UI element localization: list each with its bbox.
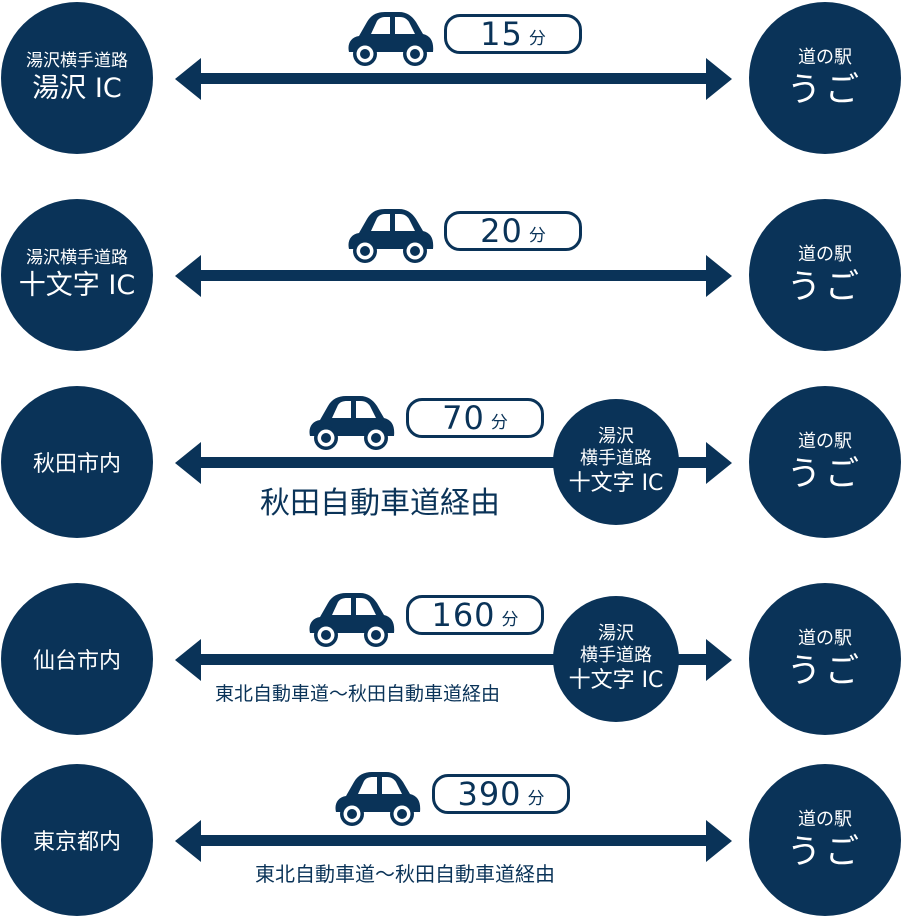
route-line bbox=[198, 654, 710, 665]
destination-line2: うご bbox=[787, 267, 863, 307]
origin-circle: 湯沢横手道路 湯沢 IC bbox=[1, 2, 153, 154]
origin-line1: 東京都内 bbox=[32, 830, 121, 855]
origin-circle: 東京都内 bbox=[1, 764, 153, 916]
arrowhead-left bbox=[175, 820, 201, 862]
via-route-label: 東北自動車道～秋田自動車道経由 bbox=[255, 862, 555, 886]
time-badge: 20 分 bbox=[444, 211, 582, 251]
waypoint-circle: 湯沢 横手道路 十文字 IC bbox=[553, 399, 679, 525]
car-icon bbox=[345, 10, 435, 68]
destination-line1: 道の駅 bbox=[798, 809, 852, 830]
route-row-jumonji-ic: 湯沢横手道路 十文字 IC 20 分 道の駅 うご bbox=[0, 199, 902, 359]
arrowhead-left bbox=[175, 255, 201, 297]
destination-line2: うご bbox=[787, 70, 863, 110]
time-value: 160 bbox=[431, 596, 496, 634]
time-unit: 分 bbox=[490, 412, 508, 433]
time-value: 70 bbox=[442, 399, 485, 437]
arrowhead-right bbox=[706, 442, 732, 484]
waypoint-line2: 横手道路 bbox=[580, 645, 652, 666]
route-line bbox=[198, 73, 710, 84]
destination-line1: 道の駅 bbox=[798, 628, 852, 649]
time-unit: 分 bbox=[528, 225, 546, 246]
waypoint-circle: 湯沢 横手道路 十文字 IC bbox=[553, 596, 679, 722]
arrowhead-right bbox=[706, 820, 732, 862]
route-row-akita: 秋田市内 70 分 秋田自動車道経由 湯沢 横手道路 十文字 IC 道の駅 うご bbox=[0, 386, 902, 546]
time-badge: 15 分 bbox=[444, 14, 582, 54]
origin-line1: 湯沢横手道路 bbox=[26, 248, 128, 268]
destination-line2: うご bbox=[787, 651, 863, 691]
time-value: 15 bbox=[480, 15, 523, 53]
origin-line1: 秋田市内 bbox=[32, 452, 121, 477]
waypoint-line1: 湯沢 bbox=[598, 426, 634, 447]
time-unit: 分 bbox=[527, 788, 545, 809]
destination-line2: うご bbox=[787, 454, 863, 494]
origin-circle: 仙台市内 bbox=[1, 583, 153, 735]
arrowhead-left bbox=[175, 442, 201, 484]
arrowhead-right bbox=[706, 58, 732, 100]
time-value: 20 bbox=[480, 212, 523, 250]
waypoint-line3: 十文字 IC bbox=[568, 668, 664, 693]
origin-line2: 十文字 IC bbox=[18, 270, 136, 301]
destination-circle: 道の駅 うご bbox=[749, 2, 901, 154]
via-route-label: 秋田自動車道経由 bbox=[260, 486, 500, 521]
time-value: 390 bbox=[457, 775, 522, 813]
car-icon bbox=[345, 207, 435, 265]
origin-circle: 湯沢横手道路 十文字 IC bbox=[1, 199, 153, 351]
route-row-yuzawa-ic: 湯沢横手道路 湯沢 IC 15 分 道の駅 うご bbox=[0, 2, 902, 162]
route-row-sendai: 仙台市内 160 分 東北自動車道～秋田自動車道経由 湯沢 横手道路 十文字 I… bbox=[0, 583, 902, 743]
destination-circle: 道の駅 うご bbox=[749, 583, 901, 735]
time-badge: 70 分 bbox=[406, 398, 544, 438]
route-line bbox=[198, 270, 710, 281]
arrowhead-right bbox=[706, 639, 732, 681]
origin-line1: 仙台市内 bbox=[32, 649, 121, 674]
arrowhead-right bbox=[706, 255, 732, 297]
car-icon bbox=[332, 770, 422, 828]
origin-line2: 湯沢 IC bbox=[32, 73, 122, 104]
waypoint-line3: 十文字 IC bbox=[568, 471, 664, 496]
route-line bbox=[198, 835, 710, 846]
car-icon bbox=[306, 394, 396, 452]
arrowhead-left bbox=[175, 639, 201, 681]
time-unit: 分 bbox=[528, 28, 546, 49]
destination-circle: 道の駅 うご bbox=[749, 764, 901, 916]
car-icon bbox=[306, 591, 396, 649]
route-line bbox=[198, 457, 710, 468]
time-unit: 分 bbox=[501, 609, 519, 630]
destination-line1: 道の駅 bbox=[798, 244, 852, 265]
destination-line1: 道の駅 bbox=[798, 47, 852, 68]
destination-line2: うご bbox=[787, 832, 863, 872]
route-row-tokyo: 東京都内 390 分 東北自動車道～秋田自動車道経由 道の駅 うご bbox=[0, 764, 902, 924]
time-badge: 390 分 bbox=[432, 774, 570, 814]
destination-circle: 道の駅 うご bbox=[749, 199, 901, 351]
destination-line1: 道の駅 bbox=[798, 431, 852, 452]
waypoint-line1: 湯沢 bbox=[598, 623, 634, 644]
via-route-label: 東北自動車道～秋田自動車道経由 bbox=[215, 683, 501, 705]
origin-circle: 秋田市内 bbox=[1, 386, 153, 538]
destination-circle: 道の駅 うご bbox=[749, 386, 901, 538]
time-badge: 160 分 bbox=[406, 595, 544, 635]
waypoint-line2: 横手道路 bbox=[580, 448, 652, 469]
arrowhead-left bbox=[175, 58, 201, 100]
origin-line1: 湯沢横手道路 bbox=[26, 51, 128, 71]
